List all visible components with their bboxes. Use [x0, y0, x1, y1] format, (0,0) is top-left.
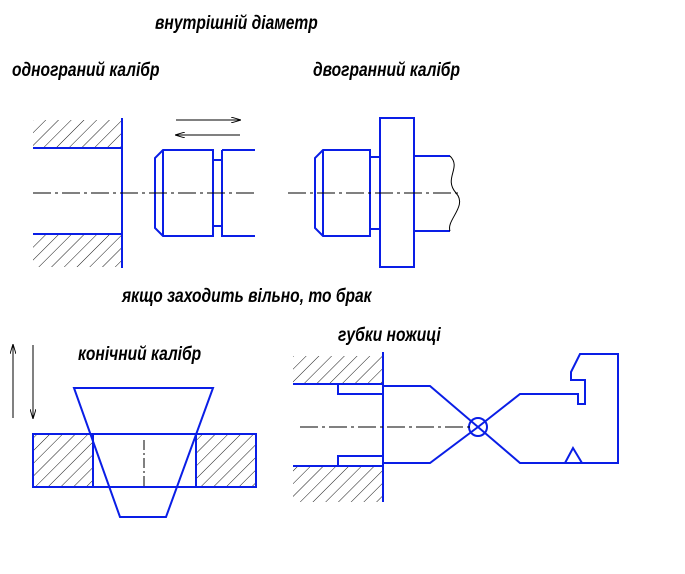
- double-sided-gauge: [288, 117, 461, 268]
- workpiece-bottom-hatch: [293, 466, 383, 502]
- single-sided-gauge: [33, 118, 255, 268]
- double-sided-gauge-label: двогранний калібр: [313, 60, 460, 81]
- workpiece-hatched: [33, 118, 123, 268]
- single-sided-gauge-label: однограний калібр: [12, 60, 160, 81]
- title-label: внутрішній діаметр: [155, 13, 318, 34]
- plate-hatch-right: [196, 434, 256, 487]
- plate: [32, 433, 257, 488]
- conical-gauge: [13, 345, 257, 518]
- workpiece-top-hatch: [293, 356, 383, 384]
- plate-hatch-left: [33, 434, 93, 487]
- conical-gauge-label: конічний калібр: [78, 344, 202, 365]
- reject-note-label: якщо заходить вільно, то брак: [122, 286, 372, 307]
- jaws-label: губки ножиці: [338, 325, 441, 346]
- conical-plug: [72, 387, 215, 518]
- jaws-gauge: [293, 352, 619, 502]
